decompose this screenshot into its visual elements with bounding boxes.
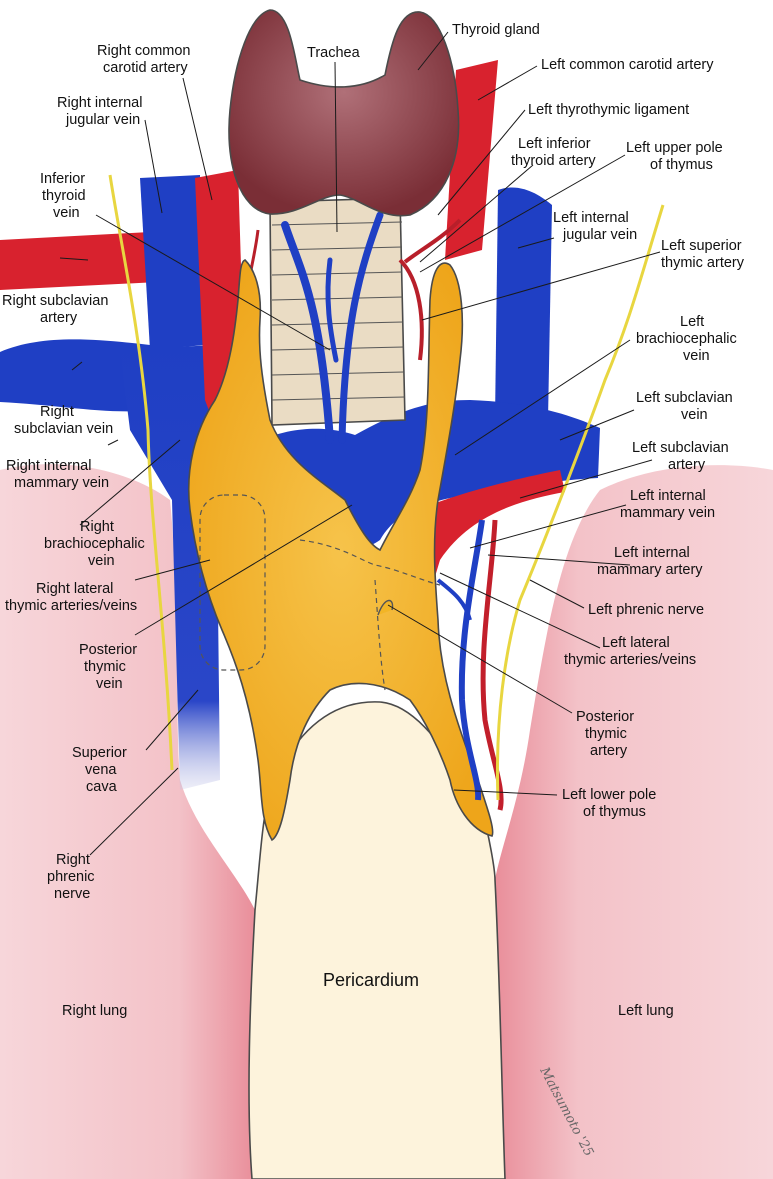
label-right-subclavian-artery: Right subclavian artery (2, 293, 112, 326)
right-subclavian-vein (0, 339, 152, 412)
label-pericardium: Pericardium (323, 970, 419, 990)
labels: Thyroid gland Trachea Right common carot… (2, 22, 746, 1019)
left-subclavian-artery (428, 470, 565, 600)
label-trachea: Trachea (307, 45, 361, 61)
label-right-internal-mammary-vein: Right internal mammary vein (6, 458, 109, 491)
right-lung (0, 464, 255, 1179)
label-left-phrenic-nerve: Left phrenic nerve (588, 602, 704, 618)
phrenic-nerves (108, 174, 665, 801)
label-left-lower-pole-of-thymus: Left lower pole of thymus (562, 787, 660, 820)
label-right-common-carotid-artery: Right common carotid artery (97, 43, 195, 76)
left-internal-jugular-vein (495, 187, 552, 420)
thyroid-gland (228, 9, 460, 217)
label-left-upper-pole-of-thymus: Left upper pole of thymus (626, 140, 727, 173)
left-internal-mammary-vessels (436, 519, 504, 811)
label-left-internal-mammary-artery: Left internal mammary artery (597, 545, 703, 578)
thymus (187, 259, 494, 842)
label-left-brachiocephalic-vein: Left brachiocephalic vein (636, 314, 741, 364)
label-right-subclavian-vein: Right subclavian vein (14, 404, 113, 437)
label-left-superior-thymic-artery: Left superior thymic artery (661, 238, 746, 271)
label-right-brachiocephalic-vein: Right brachiocephalic vein (44, 519, 149, 569)
label-left-internal-mammary-vein: Left internal mammary vein (620, 488, 715, 521)
right-subclavian-artery (0, 232, 158, 290)
label-left-subclavian-artery: Left subclavian artery (632, 440, 733, 473)
label-left-subclavian-vein: Left subclavian vein (636, 390, 737, 423)
leader-lines (59, 31, 661, 856)
label-posterior-thymic-vein: Posterior thymic vein (79, 642, 141, 692)
label-right-lung: Right lung (62, 1003, 127, 1019)
left-inferior-thyroid-artery (398, 218, 462, 361)
label-right-lateral-thymic-arteries-veins: Right lateral thymic arteries/veins (5, 581, 137, 614)
label-left-lateral-thymic-arteries-veins: Left lateral thymic arteries/veins (564, 635, 696, 668)
label-right-phrenic-nerve: Right phrenic nerve (47, 852, 99, 902)
label-left-common-carotid-artery: Left common carotid artery (541, 57, 714, 73)
label-right-internal-jugular-vein: Right internal jugular vein (57, 95, 146, 128)
inferior-thyroid-vein (281, 211, 384, 444)
label-left-internal-jugular-vein: Left internal jugular vein (553, 210, 637, 243)
label-superior-vena-cava: Superior vena cava (72, 745, 131, 795)
label-left-lung: Left lung (618, 1003, 674, 1019)
label-left-thyrothymic-ligament: Left thyrothymic ligament (528, 102, 689, 118)
label-thyroid-gland: Thyroid gland (452, 22, 540, 38)
label-left-inferior-thyroid-artery: Left inferior thyroid artery (511, 136, 596, 169)
right-internal-jugular-vein (140, 175, 205, 350)
label-posterior-thymic-artery: Posterior thymic artery (576, 709, 638, 759)
left-lung (495, 465, 773, 1179)
label-inferior-thyroid-vein: Inferior thyroid vein (40, 171, 90, 221)
thymus-dashed-outlines (199, 494, 441, 691)
